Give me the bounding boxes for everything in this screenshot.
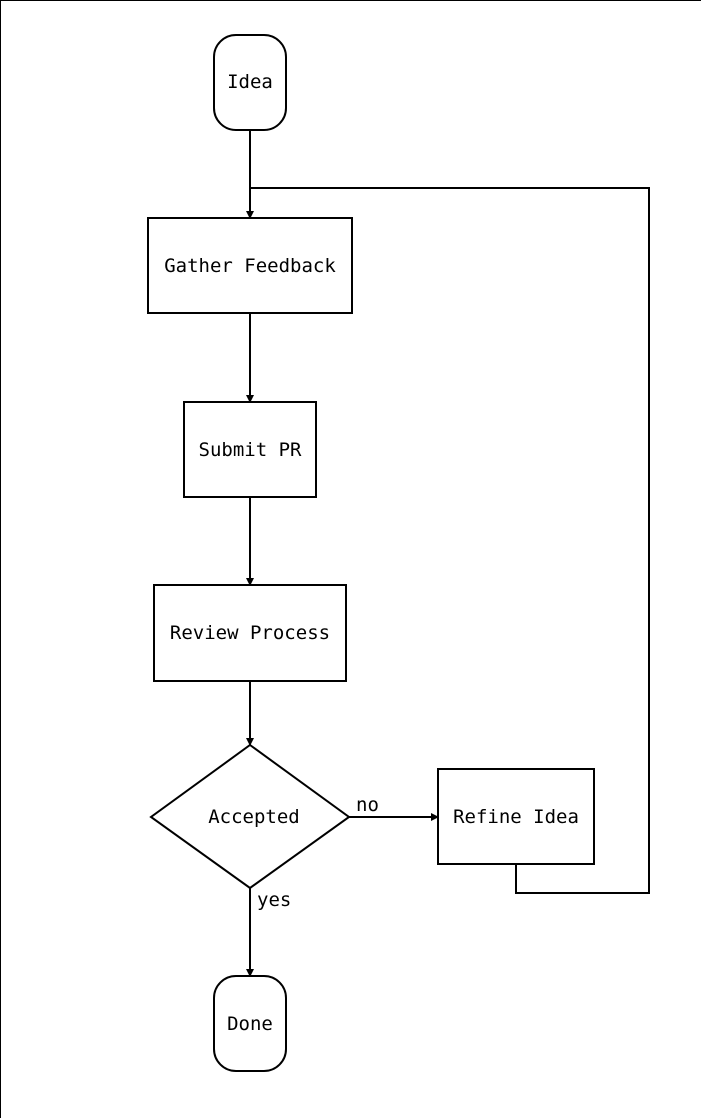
- node-accepted-label: Accepted: [208, 806, 300, 828]
- node-review-process-label: Review Process: [170, 622, 330, 644]
- node-gather-feedback: Gather Feedback: [147, 217, 353, 314]
- node-refine-idea-label: Refine Idea: [453, 806, 579, 828]
- node-done-label: Done: [227, 1013, 273, 1035]
- node-refine-idea-shape: [437, 768, 595, 865]
- node-refine-idea: Refine Idea: [437, 768, 595, 865]
- node-idea: Idea: [213, 34, 287, 131]
- edge-label-no: no: [356, 794, 379, 816]
- edges: [246, 130, 650, 977]
- node-idea-shape: [213, 34, 287, 131]
- node-review-process: Review Process: [153, 584, 347, 682]
- node-review-process-shape: [153, 584, 347, 682]
- edge-refine-idea-to-gather-feedback: [250, 187, 650, 894]
- edge-label-yes: yes: [257, 889, 291, 911]
- node-done: Done: [213, 975, 287, 1072]
- node-gather-feedback-shape: [147, 217, 353, 314]
- node-submit-pr: Submit PR: [183, 401, 317, 498]
- node-gather-feedback-label: Gather Feedback: [164, 255, 336, 277]
- node-idea-label: Idea: [227, 71, 273, 93]
- node-accepted: Accepted: [149, 743, 351, 890]
- node-submit-pr-label: Submit PR: [199, 439, 303, 461]
- node-done-shape: [213, 975, 287, 1072]
- node-submit-pr-shape: [183, 401, 317, 498]
- node-accepted-shape: [149, 743, 351, 890]
